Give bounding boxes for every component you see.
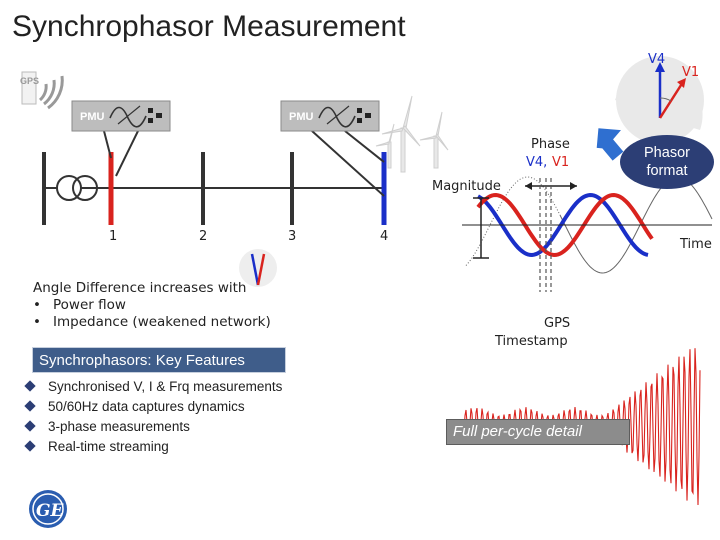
waveform-chart: Magnitude Phase V4, V1 Time GPS Timestam…: [432, 137, 713, 349]
gps-timestamp-label-1: GPS: [544, 316, 570, 331]
diamond-bullet-icon: [24, 440, 36, 452]
angle-difference-list: Power flow Impedance (weakened network): [33, 297, 271, 331]
waveform-v4: [477, 192, 649, 258]
phasor-format-line2: format: [646, 163, 688, 179]
key-features-header: Synchrophasors: Key Features: [32, 347, 286, 373]
phasor-v4-label: V4: [648, 52, 665, 67]
list-item-text: 50/60Hz data captures dynamics: [48, 399, 245, 414]
pmu-label-2: PMU: [289, 111, 314, 123]
gps-logo-text: GPS: [20, 76, 39, 86]
phasor-format-badge: Phasor format: [620, 135, 714, 189]
pmu-label-1: PMU: [80, 111, 105, 123]
phasor-format-line1: Phasor: [644, 145, 690, 161]
phasor-v1: [658, 81, 685, 119]
list-item: 3-phase measurements: [24, 417, 282, 437]
page-title: Synchrophasor Measurement: [12, 10, 406, 43]
list-item-text: Real-time streaming: [48, 439, 169, 454]
network-diagram: 1 2 3 4: [42, 130, 388, 287]
bus-label-4: 4: [380, 229, 388, 244]
list-item: Real-time streaming: [24, 437, 282, 457]
per-cycle-label: Full per-cycle detail: [446, 419, 630, 445]
diamond-bullet-icon: [24, 380, 36, 392]
bus-label-2: 2: [199, 229, 207, 244]
time-label: Time: [679, 237, 712, 252]
waveform-v1: [476, 192, 654, 258]
list-item: 50/60Hz data captures dynamics: [24, 397, 282, 417]
angle-phasor-v4: [250, 253, 260, 286]
list-item: Impedance (weakened network): [33, 314, 271, 331]
gps-logo-icon: GPS: [20, 71, 64, 110]
list-item-text: Synchronised V, I & Frq measurements: [48, 379, 283, 394]
ge-logo-text: GE: [36, 501, 65, 521]
bus-label-3: 3: [288, 229, 296, 244]
waveform-icon: [109, 106, 147, 128]
waveform-icon: [318, 106, 356, 128]
angle-phasor-v1: [256, 253, 266, 286]
gps-timestamp-label-2: Timestamp: [494, 334, 568, 349]
diamond-bullet-icon: [24, 400, 36, 412]
key-features-list: Synchronised V, I & Frq measurements 50/…: [24, 377, 283, 457]
list-item-text: 3-phase measurements: [48, 419, 190, 434]
bus-label-1: 1: [109, 229, 117, 244]
angle-difference-heading: Angle Difference increases with: [33, 280, 247, 296]
angle-difference-text: Angle Difference increases with Power fl…: [33, 280, 271, 331]
magnitude-label: Magnitude: [432, 179, 501, 194]
phasor-v1-label: V1: [682, 65, 699, 80]
phase-var-v4: V4,: [526, 155, 547, 170]
arrow-icon: [596, 128, 624, 161]
phasor-diagram: V4 V1: [615, 52, 704, 144]
phase-var-v1: V1: [552, 155, 569, 170]
ge-logo-icon: GE: [29, 490, 67, 528]
phase-label: Phase: [531, 137, 570, 152]
angle-phasor-circle: [239, 249, 277, 287]
list-item: Power flow: [33, 297, 271, 314]
pmu-unit-2: PMU: [280, 100, 380, 132]
list-item: Synchronised V, I & Frq measurements: [24, 377, 283, 397]
wind-turbine-icon: [375, 95, 449, 173]
pmu-unit-1: PMU: [71, 100, 171, 132]
diamond-bullet-icon: [24, 420, 36, 432]
